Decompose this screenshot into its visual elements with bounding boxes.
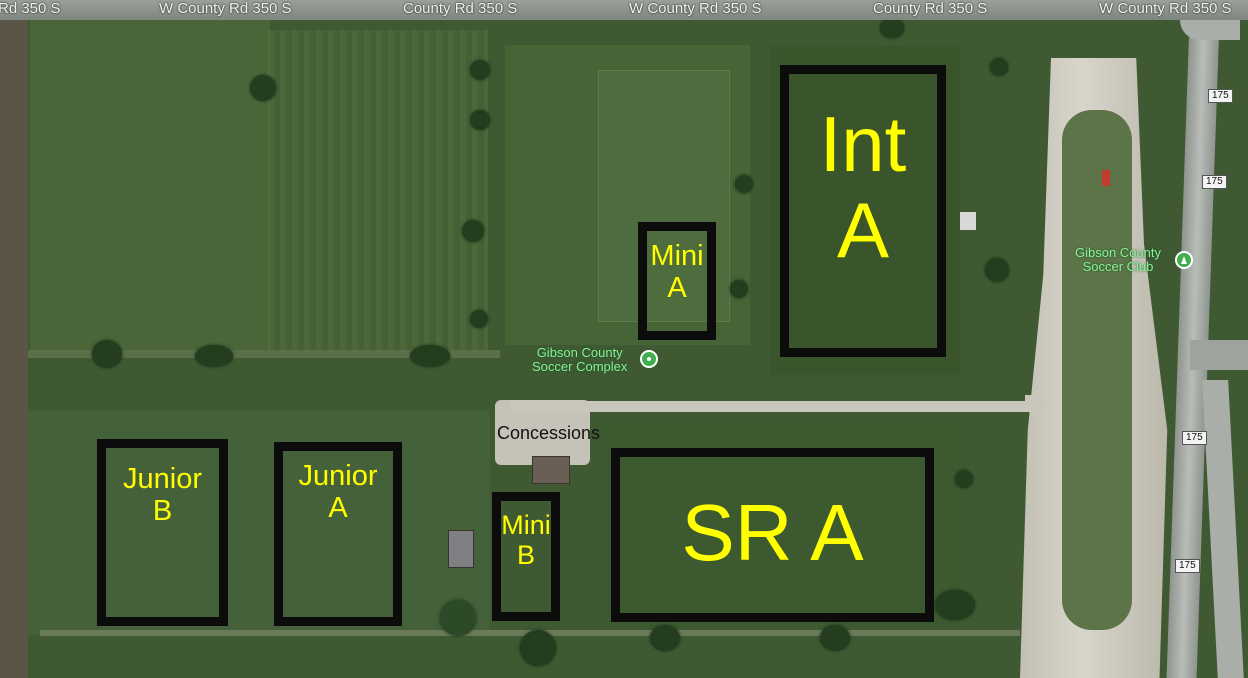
tree-glyph — [1181, 256, 1187, 264]
road-label: W County Rd 350 S — [1099, 0, 1232, 17]
tree — [820, 625, 850, 651]
side-road[interactable] — [1202, 380, 1244, 678]
field-label: SR A — [681, 488, 864, 577]
road-label: Rd 350 S — [0, 0, 61, 17]
tree — [250, 75, 276, 101]
tree — [520, 630, 556, 666]
tree — [440, 600, 476, 636]
tree — [470, 110, 490, 130]
tree — [990, 58, 1008, 76]
field-label: Junior B — [123, 463, 202, 527]
highway-curve — [1180, 20, 1240, 40]
road-label: W County Rd 350 S — [629, 0, 762, 17]
field-label: Junior A — [298, 460, 378, 524]
tree — [935, 590, 975, 620]
field-sr-a[interactable]: SR A — [611, 448, 934, 622]
road-label: County Rd 350 S — [403, 0, 518, 17]
route-shield-175: 175 — [1175, 559, 1200, 573]
tree — [410, 345, 450, 367]
tree — [985, 258, 1009, 282]
tree — [470, 310, 488, 328]
field-mini-a[interactable]: Mini A — [638, 222, 716, 340]
tree — [955, 470, 973, 488]
top-road[interactable]: Rd 350 S W County Rd 350 S County Rd 350… — [0, 0, 1248, 20]
route-shield-175: 175 — [1208, 89, 1233, 103]
grass-area — [30, 20, 270, 350]
complex-label-line1: Gibson County — [536, 345, 623, 360]
field-junior-a[interactable]: Junior A — [274, 442, 402, 626]
lot-island — [1062, 110, 1132, 630]
club-label-line2: Soccer Club — [1082, 259, 1154, 274]
tree — [195, 345, 233, 367]
tree — [462, 220, 484, 242]
shed — [960, 212, 976, 230]
concessions-building — [532, 456, 570, 484]
tree — [92, 340, 122, 368]
road-bend — [1025, 395, 1045, 409]
club-label[interactable]: Gibson County Soccer Club — [1075, 246, 1161, 274]
side-road-junction — [1190, 340, 1248, 370]
road-label: W County Rd 350 S — [159, 0, 292, 17]
field-label: Int A — [819, 100, 907, 274]
road-label: County Rd 350 S — [873, 0, 988, 17]
parked-car — [1102, 170, 1110, 186]
tree — [730, 280, 748, 298]
field-int-a[interactable]: Int A — [780, 65, 946, 357]
field-junior-b[interactable]: Junior B — [97, 439, 228, 626]
tree — [470, 60, 490, 80]
building — [448, 530, 474, 568]
route-shield-175: 175 — [1182, 431, 1207, 445]
entrance-road[interactable] — [510, 401, 1040, 412]
club-pin-icon[interactable] — [1175, 251, 1193, 269]
complex-label-line2: Soccer Complex — [532, 359, 628, 374]
path — [20, 350, 500, 358]
int-field-grass — [770, 45, 960, 375]
club-label-line1: Gibson County — [1075, 245, 1161, 260]
field-mini-b[interactable]: Mini B — [492, 492, 560, 621]
pin-dot — [647, 357, 651, 361]
complex-pin-icon[interactable] — [640, 350, 658, 368]
tree — [735, 175, 753, 193]
concessions-label: Concessions — [497, 423, 601, 443]
route-shield-175: 175 — [1202, 175, 1227, 189]
left-edge-trees — [0, 20, 28, 678]
junior-area-grass — [20, 410, 490, 635]
tree — [880, 18, 904, 38]
tree — [650, 625, 680, 651]
complex-label[interactable]: Gibson County Soccer Complex — [532, 346, 627, 374]
field-label: Mini A — [650, 240, 704, 304]
crop-field — [268, 30, 488, 350]
field-label: Mini B — [501, 510, 551, 570]
